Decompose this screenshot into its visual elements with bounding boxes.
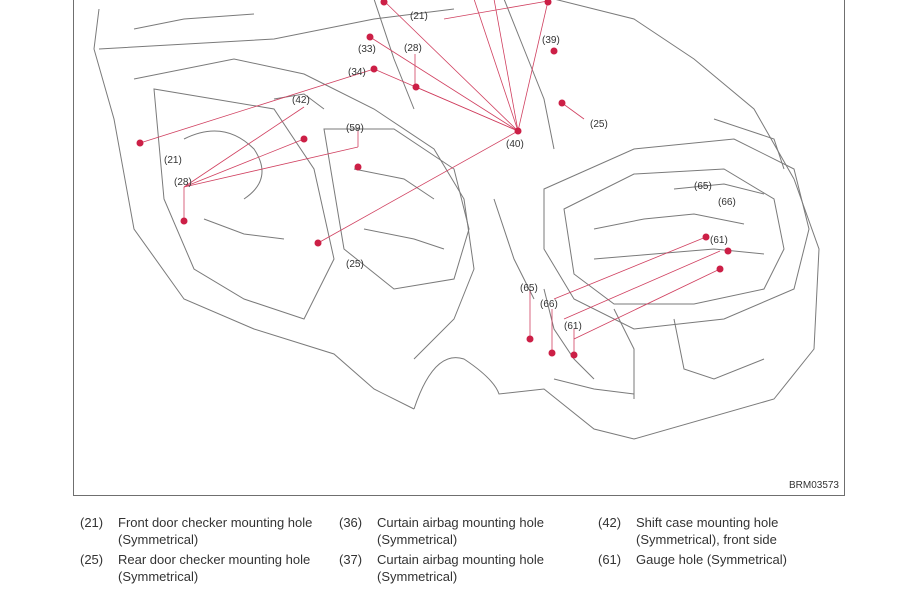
callout-label: (40) [506, 139, 524, 150]
legend-line: Curtain airbag mounting hole [377, 552, 544, 567]
hole-dot [702, 233, 710, 241]
hole-dot [314, 239, 322, 247]
legend-item: (37) Curtain airbag mounting hole (Symme… [339, 551, 544, 585]
legend-description: Shift case mounting hole (Symmetrical), … [636, 514, 778, 548]
legend-line: (Symmetrical) [377, 532, 458, 547]
legend-number: (42) [598, 515, 622, 530]
legend-line: (Symmetrical) [118, 532, 199, 547]
legend-description: Gauge hole (Symmetrical) [636, 551, 787, 568]
callout-label: (66) [718, 197, 736, 208]
legend-line: (Symmetrical), front side [636, 532, 777, 547]
legend-item: (42) Shift case mounting hole (Symmetric… [598, 514, 778, 548]
leader-lines [139, 0, 721, 355]
hole-dot [526, 335, 534, 343]
hole-markers [136, 0, 732, 359]
legend-description: Front door checker mounting hole (Symmet… [118, 514, 312, 548]
hole-dot [136, 139, 144, 147]
hole-dot [412, 83, 420, 91]
callout-label: (65) [694, 181, 712, 192]
callout-label: (61) [710, 235, 728, 246]
diagram-reference-code: BRM03573 [788, 480, 839, 491]
diagram-frame: (21) (33) (28) (39) (34) (42) (59) (25) … [73, 0, 845, 496]
callout-label: (61) [564, 321, 582, 332]
callout-label: (28) [174, 177, 192, 188]
legend-description: Curtain airbag mounting hole (Symmetrica… [377, 514, 544, 548]
callout-label: (66) [540, 299, 558, 310]
callout-label: (42) [292, 95, 310, 106]
legend-line: Shift case mounting hole [636, 515, 779, 530]
callout-label: (65) [520, 283, 538, 294]
callout-label: (25) [346, 259, 364, 270]
legend-description: Rear door checker mounting hole (Symmetr… [118, 551, 310, 585]
legend-number: (21) [80, 515, 104, 530]
hole-dot [724, 247, 732, 255]
legend-number: (37) [339, 552, 363, 567]
legend-line: Front door checker mounting hole [118, 515, 313, 530]
legend-line: Rear door checker mounting hole [118, 552, 311, 567]
hole-dot [300, 135, 308, 143]
legend-item: (25) Rear door checker mounting hole (Sy… [80, 551, 310, 585]
callout-label: (21) [164, 155, 182, 166]
legend-description: Curtain airbag mounting hole (Symmetrica… [377, 551, 544, 585]
callout-label: (28) [404, 43, 422, 54]
hole-dot [570, 351, 578, 359]
legend-line: Gauge hole (Symmetrical) [636, 552, 787, 567]
callout-label: (25) [590, 119, 608, 130]
car-body-diagram: (21) (33) (28) (39) (34) (42) (59) (25) … [93, 0, 820, 440]
hole-dot [558, 99, 566, 107]
hole-dot [354, 163, 362, 171]
callout-label: (39) [542, 35, 560, 46]
legend-item: (36) Curtain airbag mounting hole (Symme… [339, 514, 544, 548]
hole-dot [716, 265, 724, 273]
legend-line: (Symmetrical) [118, 569, 199, 584]
legend-number: (61) [598, 552, 622, 567]
hole-dot [514, 127, 522, 135]
hole-dot [550, 47, 558, 55]
legend-item: (61) Gauge hole (Symmetrical) [598, 551, 787, 568]
hole-dot [366, 33, 374, 41]
legend-number: (25) [80, 552, 104, 567]
hole-dot [370, 65, 378, 73]
legend-item: (21) Front door checker mounting hole (S… [80, 514, 312, 548]
callout-label: (33) [358, 44, 376, 55]
callout-label: (59) [346, 123, 364, 134]
callout-label: (34) [348, 67, 366, 78]
hole-dot [544, 0, 552, 6]
legend-line: Curtain airbag mounting hole [377, 515, 544, 530]
callout-labels: (21) (33) (28) (39) (34) (42) (59) (25) … [164, 11, 736, 332]
legend-line: (Symmetrical) [377, 569, 458, 584]
body-outline [93, 0, 820, 440]
hole-dot [180, 217, 188, 225]
hole-dot [380, 0, 388, 6]
hole-dot [548, 349, 556, 357]
callout-label: (21) [410, 11, 428, 22]
legend-number: (36) [339, 515, 363, 530]
